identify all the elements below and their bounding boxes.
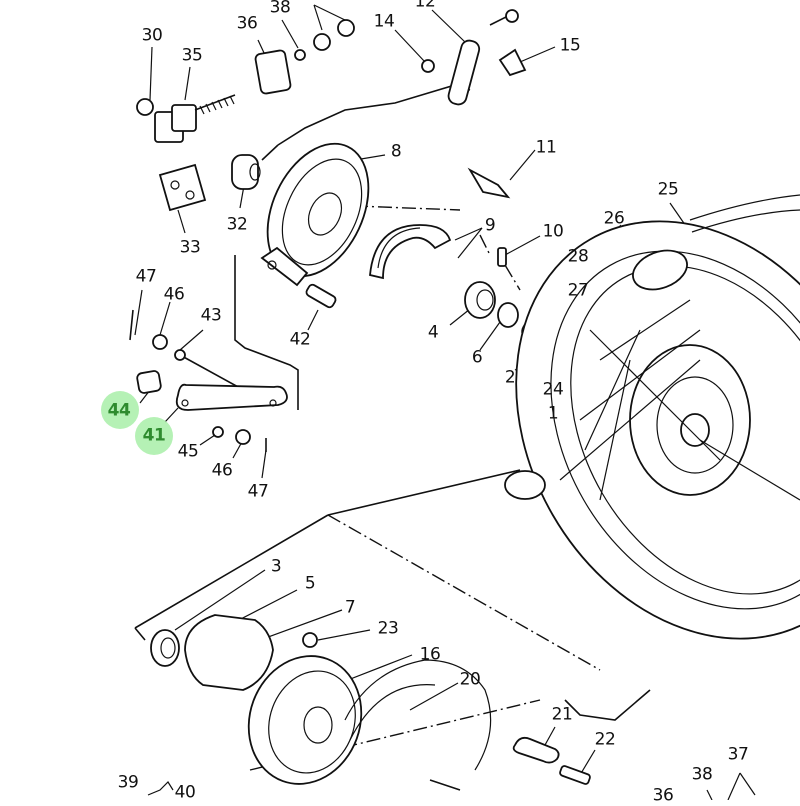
highlight-marker-44 xyxy=(101,391,139,429)
callout-38-bottom: 38 xyxy=(691,764,713,785)
callout-39: 39 xyxy=(117,772,139,793)
brake-arm-parts xyxy=(129,309,288,452)
chain-adjuster-assembly xyxy=(136,19,355,212)
callout-27: 27 xyxy=(567,280,589,301)
callout-32: 32 xyxy=(226,214,248,235)
callout-22: 22 xyxy=(594,729,616,750)
brake-panel xyxy=(260,142,511,309)
callout-46-top: 46 xyxy=(163,284,185,305)
callout-8: 8 xyxy=(390,141,402,162)
sprocket-hub-assembly xyxy=(150,614,591,785)
callout-36: 36 xyxy=(236,13,258,34)
callout-2: 2 xyxy=(504,367,516,388)
callout-14: 14 xyxy=(373,11,395,32)
callout-41-highlighted: 41 xyxy=(142,425,166,446)
callout-47-bottom: 47 xyxy=(247,481,269,502)
callout-3: 3 xyxy=(270,556,282,577)
callout-37: 37 xyxy=(727,744,749,765)
rear-wheel xyxy=(504,194,800,640)
callout-40: 40 xyxy=(174,782,196,803)
callout-4: 4 xyxy=(427,322,439,343)
callout-33: 33 xyxy=(179,237,201,258)
callout-43: 43 xyxy=(200,305,222,326)
callout-28: 28 xyxy=(567,246,589,267)
callout-36-bottom: 36 xyxy=(652,785,674,806)
callout-20: 20 xyxy=(459,669,481,690)
callout-23: 23 xyxy=(377,618,399,639)
callout-45: 45 xyxy=(177,441,199,462)
callout-30: 30 xyxy=(141,25,163,46)
callout-15: 15 xyxy=(559,35,581,56)
callout-24: 24 xyxy=(542,379,564,400)
callout-47-top: 47 xyxy=(135,266,157,287)
callout-12: 12 xyxy=(414,0,436,12)
highlight-marker-41 xyxy=(135,417,173,455)
callout-38: 38 xyxy=(269,0,291,18)
callout-9: 9 xyxy=(484,215,496,236)
callout-21: 21 xyxy=(551,704,573,725)
callout-44-highlighted: 44 xyxy=(107,400,131,421)
torque-link-assembly xyxy=(421,9,527,106)
callout-35: 35 xyxy=(181,45,203,66)
callout-10: 10 xyxy=(542,221,564,242)
callout-1: 1 xyxy=(547,403,559,424)
callout-7: 7 xyxy=(344,597,356,618)
callout-16: 16 xyxy=(419,644,441,665)
callout-42: 42 xyxy=(289,329,311,350)
brake-shoes xyxy=(369,224,507,280)
callout-25: 25 xyxy=(657,179,679,200)
callout-26: 26 xyxy=(603,208,625,229)
callout-46-bottom: 46 xyxy=(211,460,233,481)
callout-5: 5 xyxy=(304,573,316,594)
callout-11: 11 xyxy=(535,137,557,158)
callout-6: 6 xyxy=(471,347,483,368)
